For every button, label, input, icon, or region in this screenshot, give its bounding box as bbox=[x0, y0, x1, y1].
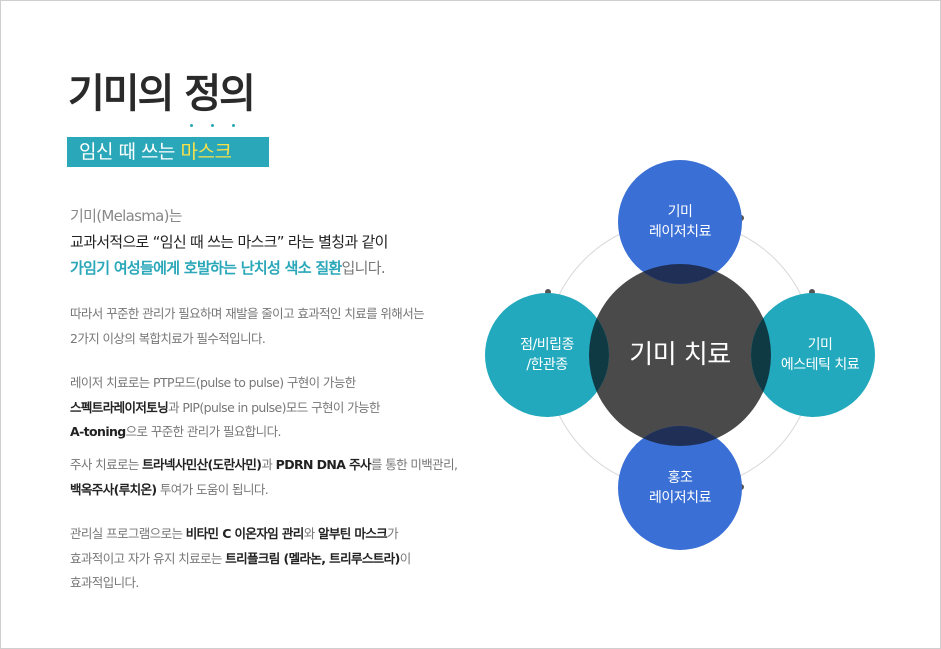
left-label-line-1: 점/비립종 bbox=[520, 337, 574, 353]
para3-line-1: 주사 치료로는 트라넥사민산(도란사민)과 PDRN DNA 주사를 통한 미백… bbox=[70, 453, 458, 478]
top-label: 기미 레이저치료 bbox=[649, 202, 711, 242]
para3-text-c: 과 bbox=[261, 457, 276, 472]
para3-term-baekok: 백옥주사(루치온) bbox=[70, 481, 157, 497]
subtitle-prefix: 임신 때 쓰는 bbox=[79, 141, 181, 163]
intro-line-1: 기미(Melasma)는 bbox=[70, 207, 183, 225]
para1-line-1: 따라서 꾸준한 관리가 필요하며 재발을 줄이고 효과적인 치료를 위해서는 bbox=[70, 306, 425, 321]
para4-line-3: 효과적입니다. bbox=[70, 575, 139, 590]
subtitle-highlight-text: 마스크 bbox=[180, 141, 232, 163]
intro-block: 기미(Melasma)는 교과서적으로 “임신 때 쓰는 마스크” 라는 별칭과… bbox=[70, 203, 388, 281]
para2-term-atoning: A-toning bbox=[70, 424, 126, 439]
left-circle bbox=[485, 293, 609, 417]
para1-line-2: 2가지 이상의 복합치료가 필수적입니다. bbox=[70, 330, 266, 346]
intro-line-2: 교과서적으로 “임신 때 쓰는 마스크” 라는 별칭과 같이 bbox=[70, 233, 388, 251]
para2-line-3: A-toning으로 꾸준한 관리가 필요합니다. bbox=[70, 420, 380, 445]
para3-text-end: 투여가 도움이 됩니다. bbox=[156, 481, 269, 497]
bottom-label-line-2: 레이저치료 bbox=[649, 490, 711, 506]
para4-term-arbutin: 알부틴 마스크 bbox=[317, 526, 388, 541]
para2-term-spectra: 스펙트라레이저토닝 bbox=[70, 399, 169, 415]
para2-line-2-rest: 과 PIP(pulse in pulse)모드 구현이 가능한 bbox=[168, 399, 380, 415]
top-label-line-1: 기미 bbox=[667, 204, 693, 220]
page-title: 기미의 정의 bbox=[68, 71, 256, 117]
intro-emphasis: 가임기 여성들에게 호발하는 난치성 색소 질환 bbox=[70, 259, 342, 277]
para2-line-2: 스펙트라레이저토닝과 PIP(pulse in pulse)모드 구현이 가능한 bbox=[70, 396, 380, 421]
right-label-line-1: 기미 bbox=[807, 337, 833, 353]
para4-line-1: 관리실 프로그램으로는 비타민 C 이온자임 관리와 알부틴 마스크가 bbox=[70, 522, 411, 547]
emphasis-dots bbox=[181, 124, 235, 130]
para4-line-2: 효과적이고 자가 유지 치료로는 트리플크림 (멜라논, 트리루스트라)이 bbox=[70, 547, 411, 572]
para2-line-3-rest: 으로 꾸준한 관리가 필요합니다. bbox=[125, 424, 282, 439]
top-label-line-2: 레이저치료 bbox=[649, 224, 711, 240]
para3-term-pdrn: PDRN DNA 주사 bbox=[275, 457, 372, 472]
para4-text-2c: 이 bbox=[399, 550, 412, 566]
paragraph-4: 관리실 프로그램으로는 비타민 C 이온자임 관리와 알부틴 마스크가 효과적이… bbox=[70, 522, 411, 596]
paragraph-1: 따라서 꾸준한 관리가 필요하며 재발을 줄이고 효과적인 치료를 위해서는 2… bbox=[70, 302, 425, 351]
intro-line-3: 가임기 여성들에게 호발하는 난치성 색소 질환입니다. bbox=[70, 255, 388, 281]
bottom-label-line-1: 홍조 bbox=[667, 470, 693, 486]
paragraph-2: 레이저 치료로는 PTP모드(pulse to pulse) 구현이 가능한 스… bbox=[70, 371, 380, 445]
intro-line-3-end: 입니다. bbox=[341, 259, 386, 277]
bottom-circle bbox=[618, 426, 742, 550]
para4-term-vitamin: 비타민 C 이온자임 관리 bbox=[185, 526, 305, 541]
treatment-diagram: 기미 치료 기미 레이저치료 점/비립종 /한관종 기미 에스테틱 치료 홍조 … bbox=[480, 150, 880, 550]
para2-line-1: 레이저 치료로는 PTP모드(pulse to pulse) 구현이 가능한 bbox=[70, 375, 356, 390]
para4-text-a: 관리실 프로그램으로는 bbox=[70, 526, 186, 541]
bottom-label: 홍조 레이저치료 bbox=[649, 468, 711, 508]
para4-text-c: 와 bbox=[303, 526, 318, 541]
diagram-svg bbox=[485, 160, 875, 550]
right-label-line-2: 에스테틱 치료 bbox=[780, 357, 860, 373]
paragraph-3: 주사 치료로는 트라넥사민산(도란사민)과 PDRN DNA 주사를 통한 미백… bbox=[70, 453, 458, 503]
para3-line-2: 백옥주사(루치온) 투여가 도움이 됩니다. bbox=[70, 478, 457, 503]
para3-text-a: 주사 치료로는 bbox=[70, 457, 143, 472]
right-label: 기미 에스테틱 치료 bbox=[780, 335, 860, 375]
para4-term-triple: 트리플크림 (멜라논, 트리루스트라) bbox=[225, 550, 400, 566]
center-label: 기미 치료 bbox=[629, 340, 731, 370]
para3-text-e: 를 통한 미백관리, bbox=[370, 457, 458, 472]
left-label: 점/비립종 /한관종 bbox=[520, 335, 574, 375]
center-circle bbox=[589, 264, 771, 446]
subtitle-badge: 임신 때 쓰는 마스크 bbox=[67, 124, 269, 167]
subtitle-highlight: 마스크 bbox=[180, 124, 235, 163]
para4-text-2a: 효과적이고 자가 유지 치료로는 bbox=[70, 550, 226, 566]
left-label-line-2: /한관종 bbox=[526, 357, 568, 373]
right-circle bbox=[751, 293, 875, 417]
para4-text-e: 가 bbox=[387, 526, 399, 541]
top-circle bbox=[618, 160, 742, 284]
para3-term-tranexamic: 트라넥사민산(도란사민) bbox=[142, 457, 262, 472]
